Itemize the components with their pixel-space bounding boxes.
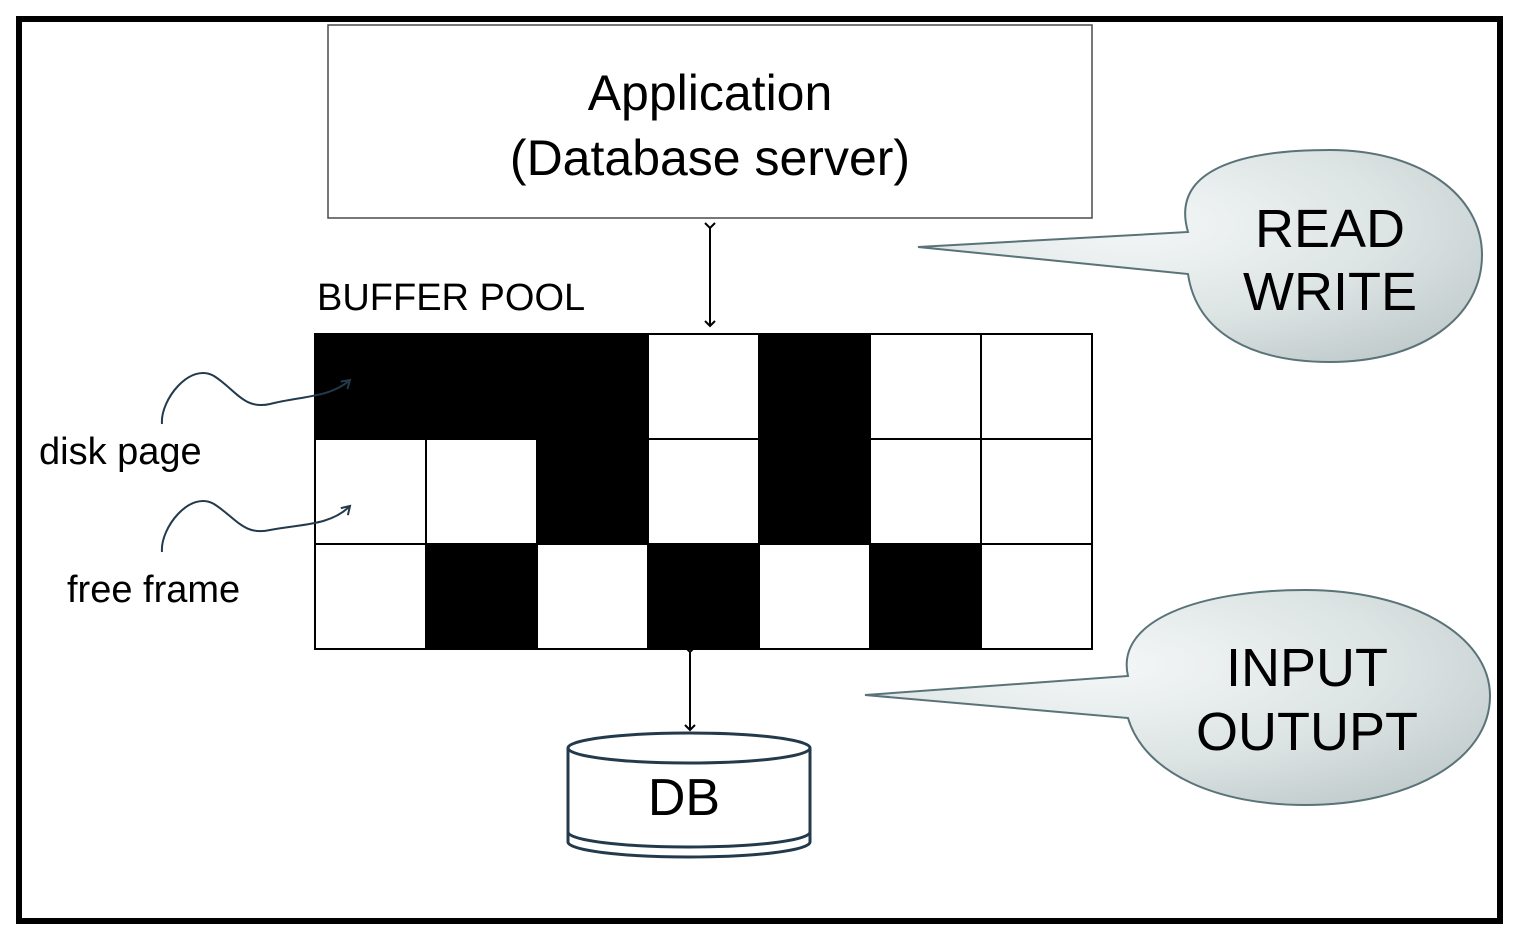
free-frame-cell	[980, 438, 1093, 545]
disk-page-cell	[536, 438, 649, 545]
disk-page-pointer	[160, 372, 352, 425]
free-frame-cell	[314, 438, 427, 545]
disk-page-cell	[758, 333, 871, 440]
free-frame-cell	[869, 333, 982, 440]
free-frame-cell	[980, 333, 1093, 440]
disk-page-label: disk page	[39, 431, 202, 473]
output-text: OUTUPT	[1196, 702, 1418, 762]
database-cylinder: DB	[566, 731, 812, 859]
free-frame-pointer	[160, 500, 352, 553]
buffer-pool-title: BUFFER POOL	[317, 277, 585, 319]
free-frame-label: free frame	[67, 569, 240, 611]
disk-page-cell	[758, 438, 871, 545]
free-frame-cell	[758, 543, 871, 650]
read-write-callout: READ WRITE	[917, 148, 1484, 364]
write-text: WRITE	[1243, 262, 1417, 322]
free-frame-cell	[869, 438, 982, 545]
disk-page-cell	[647, 543, 760, 650]
application-title: Application	[588, 65, 833, 121]
disk-page-cell	[869, 543, 982, 650]
application-box: Application (Database server)	[327, 24, 1093, 219]
buffer-pool-grid	[314, 333, 1093, 650]
free-frame-cell	[536, 543, 649, 650]
disk-page-cell	[425, 333, 538, 440]
read-text: READ	[1255, 199, 1405, 259]
application-subtitle: (Database server)	[510, 130, 910, 186]
free-frame-cell	[647, 438, 760, 545]
free-frame-cell	[314, 543, 427, 650]
free-frame-cell	[425, 438, 538, 545]
disk-page-cell	[314, 333, 427, 440]
database-label: DB	[648, 769, 720, 827]
free-frame-cell	[980, 543, 1093, 650]
input-output-callout: INPUT OUTUPT	[864, 588, 1492, 807]
input-text: INPUT	[1226, 638, 1388, 698]
disk-page-cell	[425, 543, 538, 650]
free-frame-cell	[647, 333, 760, 440]
disk-page-cell	[536, 333, 649, 440]
buffer-pool-outline	[314, 333, 1093, 650]
